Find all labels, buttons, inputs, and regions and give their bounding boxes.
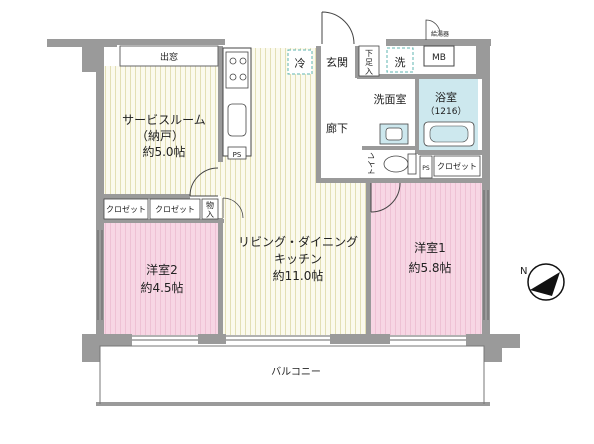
top-wall-bay (113, 39, 225, 45)
bath-label-2: （1216） (426, 106, 467, 117)
western1-label-1: 洋室1 (414, 240, 446, 255)
storage-label-1: 物 (206, 200, 214, 210)
ps-label-bath: PS (422, 165, 430, 172)
svg-text:N: N (520, 266, 527, 277)
hall-bottom-wall (316, 178, 366, 183)
right-pillar (482, 338, 502, 362)
ps-label-kitchen: PS (233, 151, 242, 159)
western2-label-1: 洋室2 (146, 262, 178, 277)
ps-box-bath (419, 155, 433, 179)
western2-label-2: 約4.5帖 (140, 280, 183, 295)
western1-left-wall (366, 178, 371, 336)
right-window (483, 190, 489, 320)
closet-bottom-wall (100, 219, 224, 223)
shoe-storage-2: 足 (365, 58, 373, 67)
entrance-door (321, 11, 355, 45)
service-bottom-wall (100, 194, 190, 199)
hall-partition (316, 46, 321, 182)
lower-left-partition (218, 218, 223, 336)
washer-box (386, 47, 414, 73)
stove-icon (225, 51, 249, 89)
balcony-label: バルコニー (271, 366, 321, 378)
left-wall (96, 66, 104, 338)
hall-label: 廊下 (326, 121, 348, 135)
left-column-top (82, 44, 104, 72)
bottom-column-mid (198, 334, 226, 344)
shoe-storage-1: 下 (365, 49, 373, 58)
bay-window (119, 45, 219, 67)
compass-icon: N (520, 263, 565, 301)
service-room-label-3: 約5.0帖 (142, 144, 185, 159)
balcony-rail (96, 402, 490, 406)
mb-box (423, 45, 455, 67)
ldk-label-3: 約11.0帖 (273, 268, 324, 283)
storage-box (201, 198, 219, 220)
washroom-divider (415, 78, 419, 154)
bath-bottom-wall (418, 150, 482, 155)
top-wall-left (47, 39, 117, 47)
storage-label-2: 入 (206, 210, 214, 219)
sink-icon (227, 103, 247, 137)
ldk-label-2: キッチン (274, 252, 322, 266)
washroom-label: 洗面室 (374, 92, 407, 106)
ldk-label-1: リビング・ダイニング (238, 234, 358, 249)
entrance-wall (355, 46, 359, 78)
western1-label-2: 約5.8帖 (408, 260, 451, 275)
closet-western1-label: クロゼット (437, 161, 477, 171)
toilet-top-wall (362, 146, 418, 150)
top-wall-right (386, 39, 491, 46)
western2-floor (103, 222, 221, 335)
toilet-label: トイレ (367, 152, 376, 176)
left-window (97, 230, 103, 320)
bay-window-label: 出窓 (160, 51, 178, 63)
closet-service-label: クロゼット (106, 204, 146, 214)
fridge-box (287, 49, 313, 75)
closet-service (103, 198, 149, 220)
bath-top-wall (357, 74, 482, 79)
closet-western1 (433, 155, 481, 177)
hall-floor (320, 78, 362, 180)
bottom-windows (132, 335, 466, 341)
entrance-label: 玄関 (326, 55, 348, 69)
left-pillar (82, 338, 102, 362)
toilet-tank (407, 153, 417, 175)
western1-top-wall (366, 178, 486, 183)
closet-western2-label: クロゼット (155, 204, 195, 214)
closet-western2 (149, 198, 201, 220)
meter-box-door (425, 19, 441, 40)
bottom-column-right (330, 334, 390, 344)
kitchen-wall (218, 46, 223, 162)
entrance-floor (320, 45, 356, 78)
storage-door (222, 197, 244, 219)
western1-door (370, 182, 401, 213)
right-column-top (476, 44, 490, 74)
service-room-floor (103, 66, 221, 196)
toilet-icon (383, 155, 409, 173)
fridge-label: 冷 (295, 57, 306, 70)
ps-box-kitchen (227, 146, 247, 160)
service-room-label-2: （納戸） (136, 129, 184, 143)
washer-label: 洗 (395, 56, 406, 69)
western1-floor (369, 182, 483, 335)
service-room-label-1: サービスルーム (122, 113, 206, 127)
service-room-door (189, 167, 219, 197)
bath-label-1: 浴室 (435, 90, 457, 104)
right-wall (482, 44, 490, 338)
shoe-storage (358, 45, 380, 77)
mb-label: MB (432, 53, 446, 63)
shoe-storage-3: 入 (365, 67, 373, 76)
